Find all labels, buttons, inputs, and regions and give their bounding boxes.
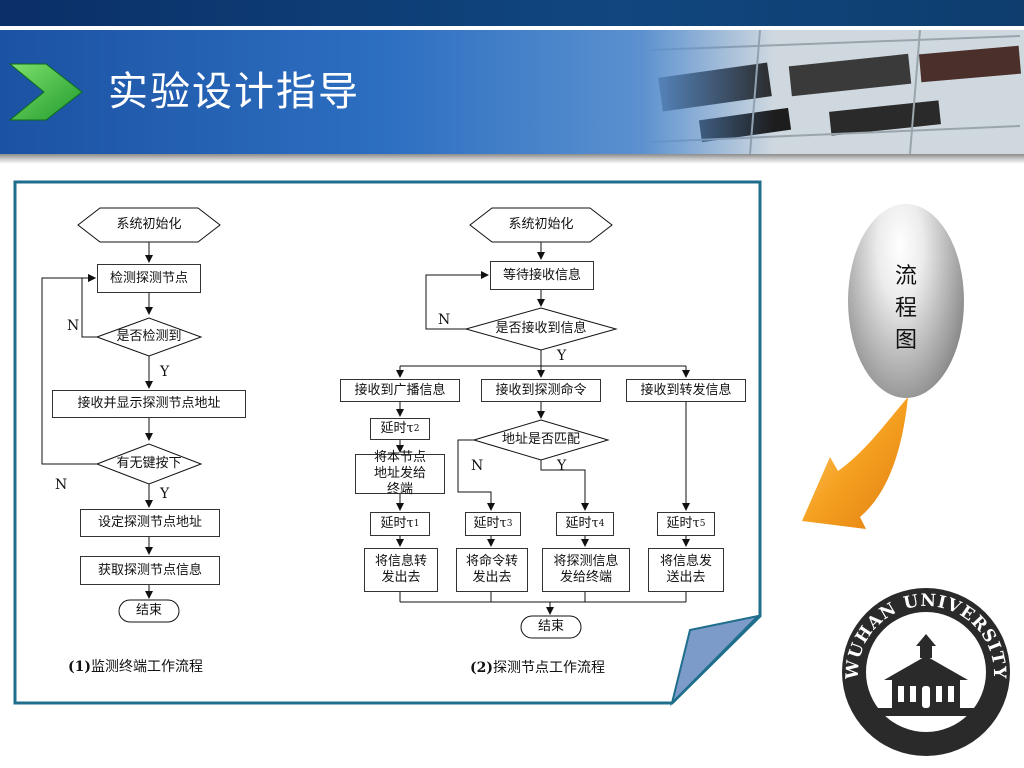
side-label-char: 图 [894,328,917,353]
right-recv-broadcast-node: 接收到广播信息 [340,379,460,402]
right-caption: (2)探测节点工作流程 [470,657,605,677]
right-y1-label: Y [557,348,567,364]
right-y2-label: Y [557,458,567,474]
header-banner [0,30,1024,154]
left-get-info-node: 获取探测节点信息 [80,556,220,585]
delay-text: 延时 [565,516,592,531]
left-caption-text: 监测终端工作流程 [91,659,203,675]
tau-index: 4 [598,519,605,529]
left-n2-label: N [55,477,68,493]
tau-symbol: τ [692,516,700,531]
left-init-node: 系统初始化 [116,217,182,232]
left-decision-node: 是否检测到 [116,329,182,344]
left-init-shape [77,207,221,243]
tau-index: 3 [506,519,513,529]
left-caption-num: (1) [68,659,91,675]
left-detect-node: 检测探测节点 [97,264,201,293]
header-divider [0,154,1024,164]
left-end-node: 结束 [135,603,162,618]
card-outline [13,180,762,705]
right-decision-node: 是否接收到信息 [495,321,587,336]
right-send-probe-node: 将探测信息发给终端 [542,548,630,592]
wuhan-university-logo: WUHAN UNIVERSITY [842,588,1010,756]
page-title: 实验设计指导 [108,69,360,115]
left-receive-show-node: 接收并显示探测节点地址 [52,390,246,418]
right-addr-decision-shape [472,419,610,461]
left-key-decision-shape [95,443,203,485]
left-set-addr-node: 设定探测节点地址 [80,509,220,537]
left-n1-label: N [67,318,80,334]
delay-text: 延时 [380,421,407,436]
chevron-right-icon [8,63,83,121]
top-bar [0,0,1024,26]
left-decision-shape [95,317,203,357]
right-decision-shape [464,307,618,351]
left-y2-label: Y [160,486,170,502]
right-n1-label: N [438,312,451,328]
right-init-shape [469,207,613,243]
right-recv-forward-node: 接收到转发信息 [626,379,746,402]
tau-symbol: τ [591,516,599,531]
curved-arrow-icon [802,397,908,529]
right-fwd-info-node: 将信息转发出去 [364,548,438,592]
right-wait-node: 等待接收信息 [490,261,594,290]
right-send-addr-node: 将本节点地址发给终端 [355,450,445,497]
right-caption-text: 探测节点工作流程 [493,660,605,676]
right-n2-label: N [471,458,484,474]
tau-index: 2 [413,424,420,434]
right-recv-probe-node: 接收到探测命令 [481,379,601,402]
left-caption: (1)监测终端工作流程 [68,656,203,676]
delay-text: 延时 [666,516,693,531]
side-label-char: 程 [894,296,917,321]
right-init-node: 系统初始化 [508,217,574,232]
right-caption-num: (2) [470,660,493,676]
card-fold-corner [670,614,762,707]
right-fwd-cmd-node: 将命令转发出去 [456,548,528,592]
tau-symbol: τ [406,516,414,531]
tau-symbol: τ [499,516,507,531]
side-label-char: 流 [894,264,917,289]
circuit-board-image [640,30,1024,154]
right-send-info-node: 将信息发送出去 [648,548,724,592]
flowchart-label-oval [848,204,964,398]
right-end-shape [520,615,582,639]
right-end-node: 结束 [537,619,564,634]
right-addr-decision-node: 地址是否匹配 [501,432,580,447]
tau-index: 5 [699,519,706,529]
delay-text: 延时 [473,516,500,531]
left-end-shape [118,599,180,623]
delay-text: 延时 [380,516,407,531]
tau-symbol: τ [406,421,414,436]
left-key-decision-node: 有无键按下 [116,456,182,471]
tau-index: 1 [413,519,420,529]
left-y1-label: Y [160,364,170,380]
